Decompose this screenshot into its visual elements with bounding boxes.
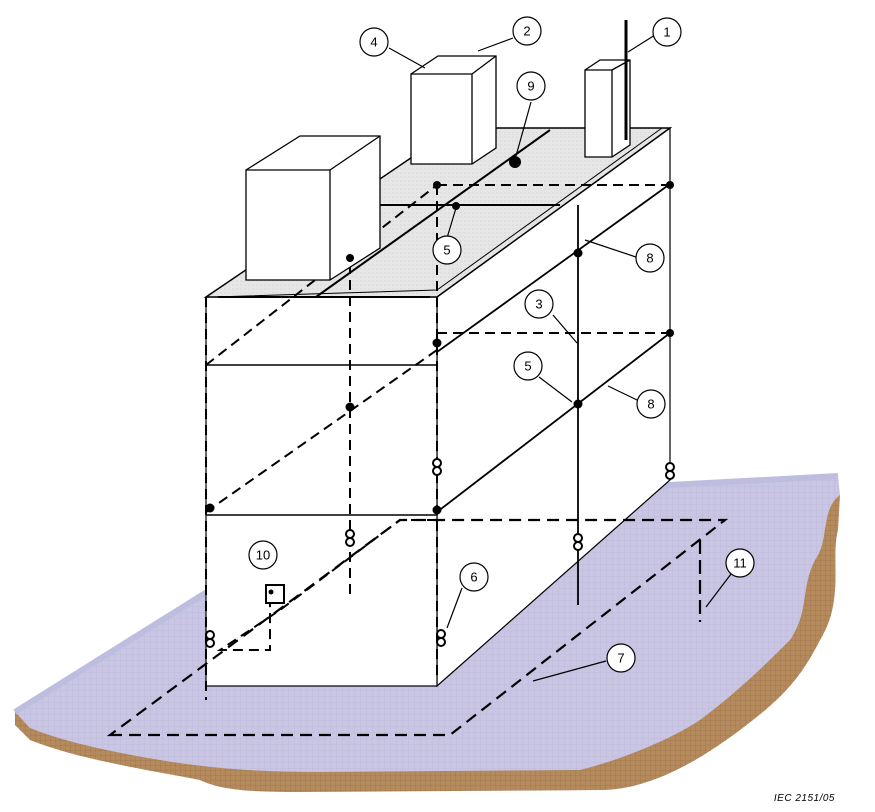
callout-label-c7: 7 [617,651,624,666]
callout-label-c5c: 5 [524,359,531,374]
callout-circle-c8b [636,389,666,419]
callout-circle-c1 [652,17,682,47]
callout-circle-c6 [459,562,489,592]
callout-label-c10: 10 [256,548,270,563]
callout-label-c1: 1 [663,25,670,40]
left-structure [245,135,381,281]
roof-structures [245,55,631,281]
right-structure [584,59,631,158]
callout-label-c5b: 5 [443,243,450,258]
callout-label-c8a: 8 [646,251,653,266]
building-front-wall [205,296,438,687]
callout-circle-c10 [248,540,278,570]
callout-circle-c8a [635,243,665,273]
callout-label-c2: 2 [523,24,530,39]
callout-circle-c3 [524,289,554,319]
callout-labels: 1 2 3 4 5 5 6 7 8 8 9 10 11 [248,16,755,673]
callout-label-c9: 9 [527,79,534,94]
test-joints [205,458,675,648]
callout-circle-c11 [725,548,755,578]
callout-label-c11: 11 [733,556,747,571]
callout-label-c8b: 8 [647,397,654,412]
side-floor-line-2 [436,332,671,513]
side-floor-line-1 [436,183,671,353]
callout-circle-c5c [513,351,543,381]
callout-circle-c7 [606,643,636,673]
callout-circle-c9 [516,71,546,101]
callout-label-c3: 3 [535,297,542,312]
leader-lines [388,34,732,682]
connection-points [205,156,674,515]
callout-circle-c4 [359,27,389,57]
earth-termination-ring [106,518,729,737]
callout-label-c6: 6 [470,570,477,585]
callout-circle-c2 [512,16,542,46]
callout-circle-c5b [432,235,462,265]
callout-label-c4: 4 [370,35,377,50]
equipotential-bonding-bar [265,584,285,604]
figure-credit: IEC 2151/05 [773,793,835,804]
middle-structure [410,55,497,165]
